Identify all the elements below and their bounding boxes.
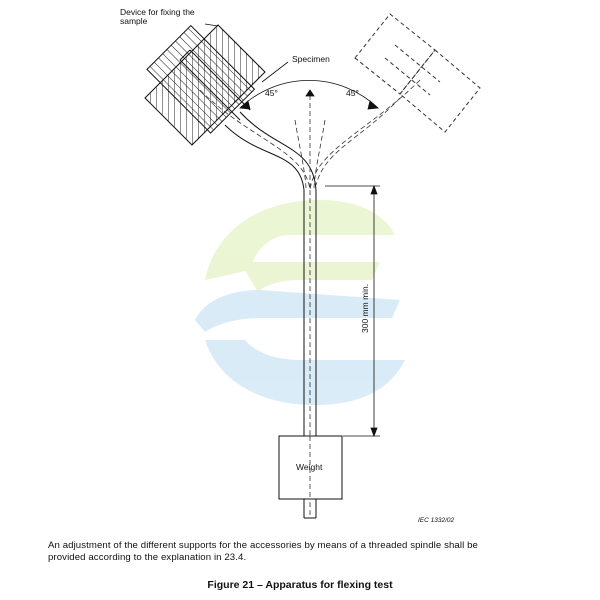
device-leader <box>204 23 219 27</box>
length-dimension <box>325 184 380 438</box>
weight-label: Weight <box>296 462 323 472</box>
length-label: 300 mm min. <box>360 284 370 333</box>
caption-line-2: provided according to the explanation in… <box>48 552 247 563</box>
device-label-line2: sample <box>120 16 148 26</box>
angle-left-label: 45° <box>265 88 278 98</box>
fixing-device-deflected-position <box>354 13 481 133</box>
angle-arc <box>239 80 379 110</box>
figure-reference: IEC 1332/02 <box>418 517 455 524</box>
specimen-centerline <box>199 79 421 515</box>
figure-title: Figure 21 – Apparatus for flexing test <box>207 579 393 591</box>
flexing-test-diagram: Device for fixing the sample Specimen 45… <box>120 7 481 524</box>
figure-caption: An adjustment of the different supports … <box>48 540 560 564</box>
specimen-leader <box>261 61 289 83</box>
device-label-line1: Device for fixing the <box>120 7 195 17</box>
caption-line-1: An adjustment of the different supports … <box>48 540 478 551</box>
watermark-logo <box>195 200 405 405</box>
angle-right-label: 45° <box>346 88 359 98</box>
specimen-label: Specimen <box>292 54 330 64</box>
weight-box <box>278 435 343 500</box>
specimen-clamp <box>179 49 251 121</box>
